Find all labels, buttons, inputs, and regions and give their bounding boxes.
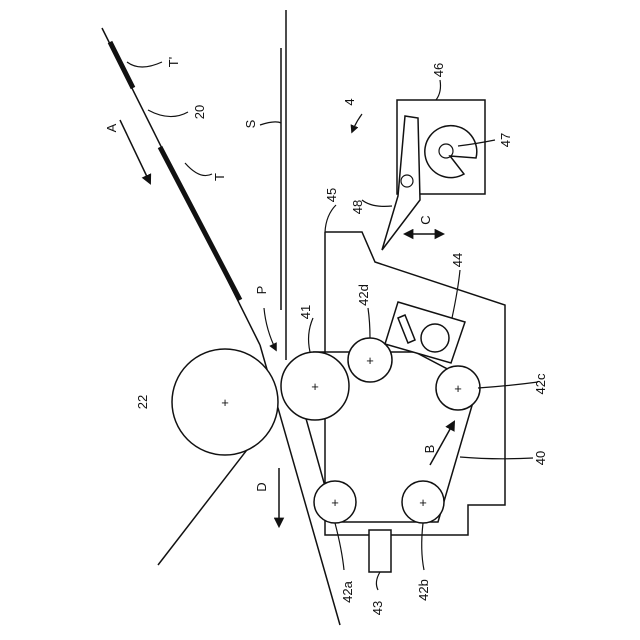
label-40: 40 bbox=[533, 451, 548, 465]
leader-42a bbox=[335, 523, 344, 570]
toner-image-t bbox=[160, 147, 240, 300]
label-20: 20 bbox=[192, 105, 207, 119]
roller-42d-center-mark: + bbox=[366, 353, 374, 368]
leader-42b bbox=[422, 523, 424, 570]
leader-42c bbox=[478, 382, 538, 388]
arrow-ref-p bbox=[264, 308, 276, 350]
leader-43 bbox=[376, 572, 380, 590]
leader-46 bbox=[436, 80, 441, 100]
arrow-b bbox=[430, 422, 454, 465]
roller-44 bbox=[421, 324, 449, 352]
label-a: A bbox=[104, 123, 119, 132]
label-42c: 42c bbox=[533, 373, 548, 394]
label-41: 41 bbox=[298, 305, 313, 319]
toner-image-t-prime bbox=[110, 42, 133, 88]
label-47: 47 bbox=[498, 133, 513, 147]
roller-41-center-mark: + bbox=[311, 379, 319, 394]
leader-48 bbox=[362, 200, 392, 206]
label-46: 46 bbox=[431, 63, 446, 77]
leader-42d bbox=[368, 308, 370, 338]
label-42d: 42d bbox=[356, 284, 371, 306]
label-s: S bbox=[243, 119, 258, 128]
label-c: C bbox=[418, 215, 433, 224]
leader-s bbox=[260, 122, 281, 125]
leader-40 bbox=[460, 457, 533, 459]
roller-22-center-mark: + bbox=[221, 395, 229, 410]
leader-20 bbox=[148, 110, 188, 117]
label-42a: 42a bbox=[340, 580, 355, 602]
leader-41 bbox=[309, 318, 313, 352]
label-4: 4 bbox=[342, 98, 357, 105]
roller-42b-center-mark: + bbox=[419, 495, 427, 510]
label-t-prime: T' bbox=[166, 57, 181, 67]
leader-t bbox=[185, 163, 212, 176]
arrow-ref-4 bbox=[352, 114, 362, 132]
label-d: D bbox=[254, 482, 269, 491]
roller-42c-center-mark: + bbox=[454, 381, 462, 396]
label-p: P bbox=[254, 286, 269, 295]
arrow-a bbox=[120, 120, 150, 183]
label-t: T bbox=[212, 173, 227, 181]
label-45: 45 bbox=[324, 188, 339, 202]
roller-42a-center-mark: + bbox=[331, 495, 339, 510]
label-43: 43 bbox=[370, 601, 385, 615]
leader-45 bbox=[325, 205, 336, 232]
label-b: B bbox=[422, 445, 437, 454]
label-48: 48 bbox=[350, 200, 365, 214]
leader-t-prime bbox=[127, 62, 162, 67]
label-44: 44 bbox=[450, 253, 465, 267]
leader-44 bbox=[452, 270, 460, 318]
unit-43 bbox=[369, 530, 391, 572]
label-22: 22 bbox=[135, 395, 150, 409]
label-42b: 42b bbox=[416, 579, 431, 601]
